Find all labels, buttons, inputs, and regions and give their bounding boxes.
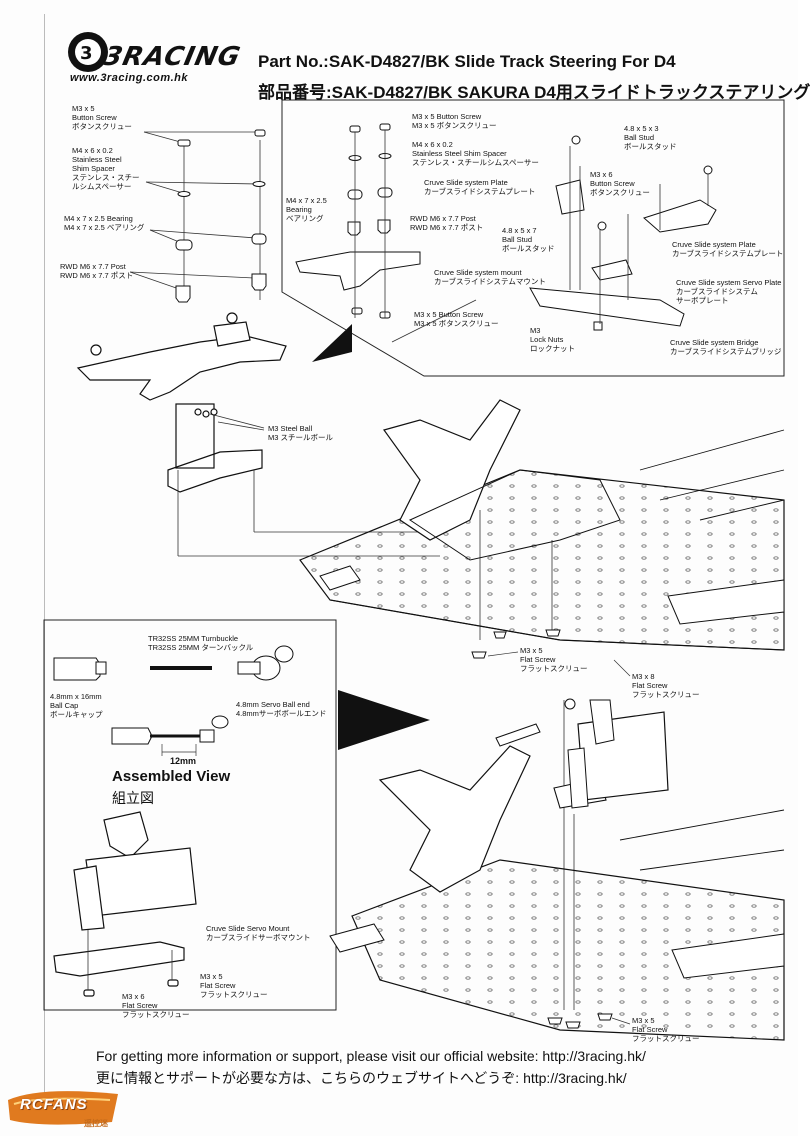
sheet-edge (44, 14, 785, 1124)
assembled-servo (53, 811, 197, 997)
assembled-view-title-jp: 組立図 (112, 790, 154, 806)
label-steel-ball: M3 Steel Ball M3 スチールボール (268, 424, 334, 442)
footer-japanese: 更に情報とサポートが必要な方は、こちらのウェブサイトへどうぞ: http://3… (96, 1070, 627, 1086)
footer-english: For getting more information or support,… (96, 1048, 646, 1064)
middle-screws (471, 629, 613, 1029)
label-inset-button-screw-top: M3 x 5 Button Screw M3 x 5 ボタンスクリュー (412, 112, 497, 130)
inset-pointer-bottom (338, 690, 430, 750)
label-servo-mount: Cruve Slide Servo Mount カーブスライドサーボマウント (206, 924, 311, 942)
dimension-lines (161, 744, 197, 756)
leader-lines (487, 651, 631, 1025)
label-inset-post: RWD M6 x 7.7 Post RWD M6 x 7.7 ポスト (410, 214, 484, 232)
inset-top-frame (281, 99, 785, 377)
left-mount-assembly (76, 312, 287, 493)
label-ball-stud-7: 4.8 x 5 x 7 Ball Stud ボールスタッド (502, 226, 555, 253)
assembled-lines (87, 930, 173, 990)
brand-url: www.3racing.com.hk (70, 72, 189, 84)
label-shim-spacer: M4 x 6 x 0.2 Stainless Steel Shim Spacer… (72, 146, 140, 191)
label-inset-mount: Cruve Slide system mount カーブスライドシステムマウント (434, 268, 546, 286)
title-japanese: 部品番号:SAK-D4827/BK SAKURA D4用スライドトラックステアリ… (258, 83, 810, 102)
label-inset-button-screw-bottom: M3 x 5 Button Screw M3 x 5 ボタンスクリュー (414, 310, 499, 328)
inset-top-parts (295, 123, 717, 331)
dimension-12mm: 12mm (170, 756, 197, 766)
label-turnbuckle: TR32SS 25MM Turnbuckle TR32SS 25MM ターンバッ… (148, 634, 254, 652)
label-flat-screw-5-bottom-left: M3 x 5 Flat Screw フラットスクリュー (200, 972, 268, 999)
chassis-top (299, 399, 785, 651)
label-bearing: M4 x 7 x 2.5 Bearing M4 x 7 x 2.5 ベアリング (64, 214, 145, 232)
label-flat-screw-6: M3 x 6 Flat Screw フラットスクリュー (122, 992, 190, 1019)
watermark-badge (8, 1091, 118, 1125)
logo-emblem: 3 (68, 32, 108, 72)
svg-text:3: 3 (80, 43, 93, 64)
inset-top-lines (354, 130, 709, 324)
chassis-bottom (329, 698, 785, 1041)
turnbuckle-parts (53, 645, 294, 745)
label-button-screw: M3 x 5 Button Screw ボタンスクリュー (72, 104, 132, 131)
label-bridge: Cruve Slide system Bridge カーブスライドシステムブリッ… (670, 338, 782, 356)
brand-logo: 3RACING (100, 42, 244, 72)
label-ball-stud-3: 4.8 x 5 x 3 Ball Stud ボールスタッド (624, 124, 677, 151)
label-button-screw-6: M3 x 6 Button Screw ボタンスクリュー (590, 170, 650, 197)
label-inset-bearing: M4 x 7 x 2.5 Bearing ベアリング (286, 196, 327, 223)
label-flat-screw-8: M3 x 8 Flat Screw フラットスクリュー (632, 672, 700, 699)
label-flat-screw-5-middle: M3 x 5 Flat Screw フラットスクリュー (520, 646, 588, 673)
label-post: RWD M6 x 7.7 Post RWD M6 x 7.7 ポスト (60, 262, 134, 280)
label-servo-plate: Cruve Slide system Servo Plate カーブスライドシス… (676, 278, 782, 305)
label-inset-plate: Cruve Slide system Plate カーブスライドシステムプレート (424, 178, 536, 196)
assembled-view-title: Assembled View (112, 768, 231, 785)
title-english: Part No.:SAK-D4827/BK Slide Track Steeri… (258, 52, 676, 71)
watermark-subtext: 遥控迷 (84, 1119, 108, 1128)
label-lock-nuts: M3 Lock Nuts ロックナット (530, 326, 575, 353)
inset-pointer-top (312, 324, 352, 362)
label-flat-screw-5-bottom-right: M3 x 5 Flat Screw フラットスクリュー (632, 1016, 700, 1043)
inset-bottom-frame (43, 619, 337, 1011)
left-stack-parts (175, 129, 267, 303)
label-servo-ball-end: 4.8mm Servo Ball end 4.8mmサーボボールエンド (236, 700, 327, 718)
label-ball-cap: 4.8mm x 16mm Ball Cap ボールキャップ (50, 692, 103, 719)
label-plate-right: Cruve Slide system Plate カーブスライドシステムプレート (672, 240, 784, 258)
watermark-text: RCFANS (20, 1096, 88, 1113)
label-inset-shim-spacer: M4 x 6 x 0.2 Stainless Steel Shim Spacer… (412, 140, 539, 167)
